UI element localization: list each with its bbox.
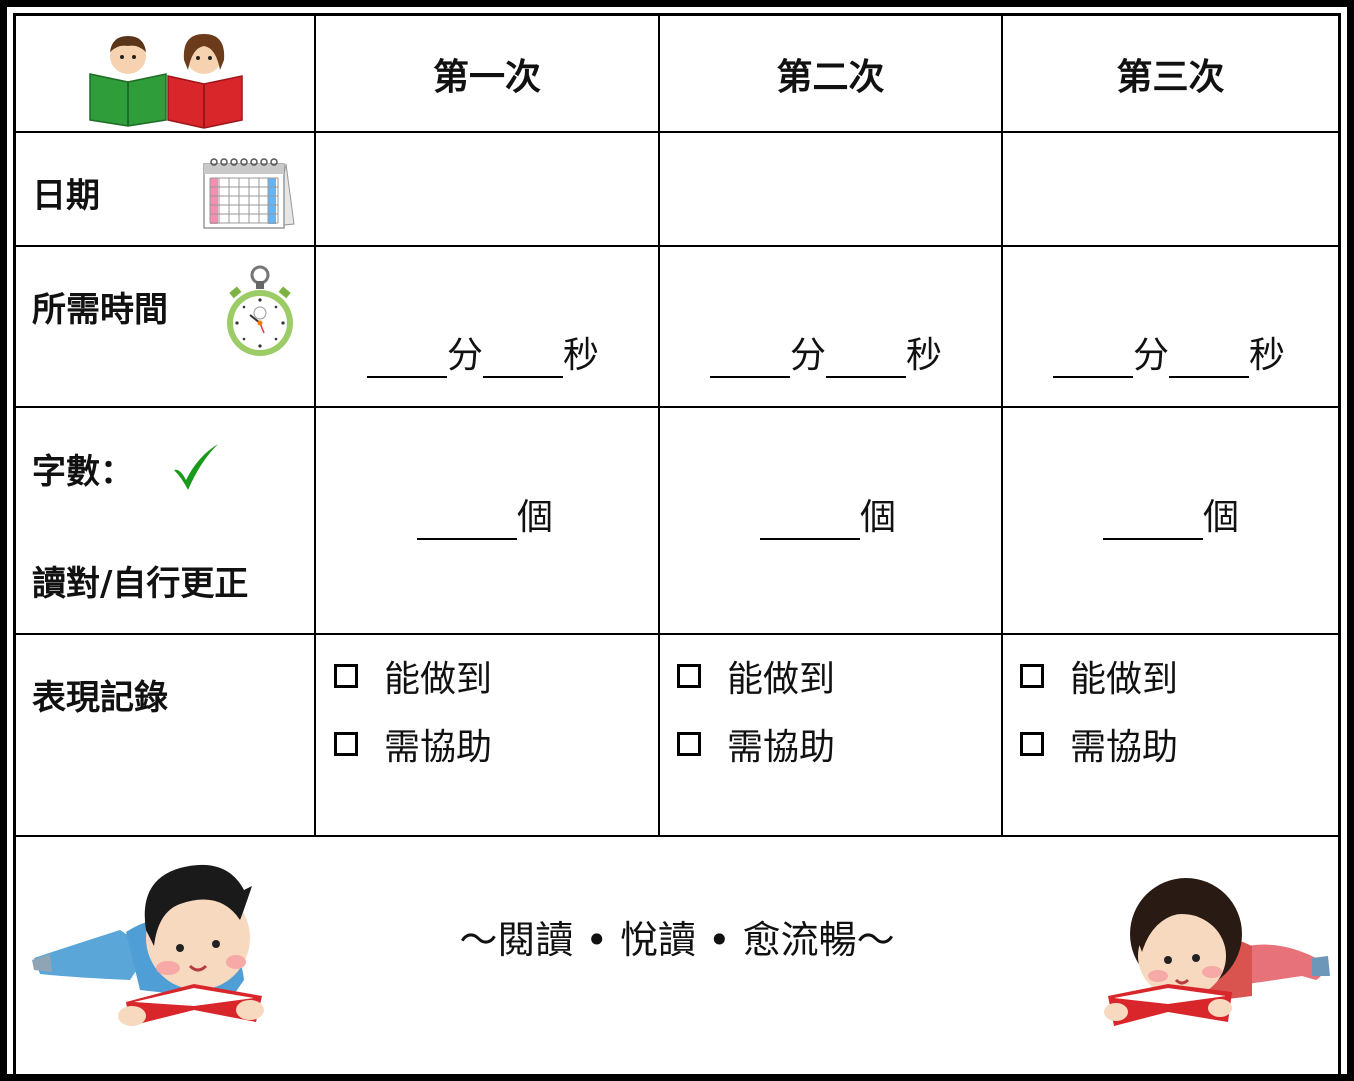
checkbox-label: 需協助 bbox=[1070, 727, 1179, 768]
grid-line bbox=[16, 245, 1338, 247]
calendar-icon bbox=[203, 158, 295, 229]
word-count-unit: 個 bbox=[1203, 497, 1240, 538]
stopwatch-icon bbox=[227, 265, 293, 356]
word-count-blank[interactable] bbox=[417, 538, 517, 540]
grid-line bbox=[1001, 16, 1003, 836]
word-count-unit: 個 bbox=[517, 497, 554, 538]
footer-cell: ～閱讀 • 悅讀 • 愈流暢～ bbox=[16, 837, 1338, 1075]
minutes-unit: 分 bbox=[1133, 335, 1170, 376]
checkbox-need-help-third[interactable]: 需協助 bbox=[1020, 718, 1178, 770]
children-reading-books-icon bbox=[89, 34, 243, 129]
seconds-blank[interactable] bbox=[826, 376, 907, 378]
seconds-unit: 秒 bbox=[563, 335, 600, 376]
header-corner-cell bbox=[16, 16, 314, 131]
grid-line bbox=[16, 131, 1338, 133]
motto-text: ～閱讀 • 悅讀 • 愈流暢～ bbox=[459, 918, 895, 962]
column-header-label: 第三次 bbox=[1116, 56, 1225, 98]
checkbox-can-do-first[interactable]: 能做到 bbox=[334, 650, 492, 702]
checkbox-icon[interactable] bbox=[334, 664, 358, 688]
grid-line bbox=[314, 16, 316, 836]
checkbox-icon[interactable] bbox=[334, 732, 358, 756]
count-label-line2: 讀對/自行更正 bbox=[32, 564, 249, 604]
minutes-unit: 分 bbox=[447, 335, 484, 376]
seconds-unit: 秒 bbox=[906, 335, 943, 376]
girl-reading-icon bbox=[1104, 878, 1330, 1026]
time-entry-third: 分 秒 bbox=[1053, 326, 1285, 378]
grid-line bbox=[16, 835, 1338, 837]
checkbox-can-do-second[interactable]: 能做到 bbox=[677, 650, 835, 702]
checkbox-need-help-first[interactable]: 需協助 bbox=[334, 718, 492, 770]
grid-line bbox=[16, 406, 1338, 408]
record-label: 表現記錄 bbox=[32, 678, 168, 718]
word-count-blank[interactable] bbox=[1103, 538, 1203, 540]
column-header-label: 第二次 bbox=[776, 56, 885, 98]
checkbox-icon[interactable] bbox=[677, 732, 701, 756]
time-label: 所需時間 bbox=[32, 290, 168, 330]
minutes-blank[interactable] bbox=[710, 376, 790, 378]
checkbox-icon[interactable] bbox=[677, 664, 701, 688]
checkbox-label: 需協助 bbox=[727, 727, 836, 768]
grid-line bbox=[658, 16, 660, 836]
checkbox-icon[interactable] bbox=[1020, 732, 1044, 756]
seconds-unit: 秒 bbox=[1249, 335, 1286, 376]
boy-reading-icon bbox=[32, 864, 264, 1026]
checkbox-can-do-third[interactable]: 能做到 bbox=[1020, 650, 1178, 702]
minutes-unit: 分 bbox=[790, 335, 827, 376]
word-count-blank[interactable] bbox=[760, 538, 860, 540]
checkbox-label: 需協助 bbox=[384, 727, 493, 768]
minutes-blank[interactable] bbox=[1053, 376, 1133, 378]
word-count-unit: 個 bbox=[860, 497, 897, 538]
checkbox-label: 能做到 bbox=[384, 659, 493, 700]
time-entry-second: 分 秒 bbox=[710, 326, 942, 378]
column-header-third: 第三次 bbox=[1003, 16, 1338, 131]
check-mark-icon bbox=[174, 444, 218, 490]
grid-line bbox=[16, 633, 1338, 635]
time-entry-first: 分 秒 bbox=[367, 326, 599, 378]
column-header-label: 第一次 bbox=[432, 56, 541, 98]
seconds-blank[interactable] bbox=[1169, 376, 1250, 378]
column-header-first: 第一次 bbox=[316, 16, 658, 131]
count-label-line1: 字數： bbox=[32, 452, 134, 492]
table-frame bbox=[13, 13, 1341, 1078]
checkbox-need-help-second[interactable]: 需協助 bbox=[677, 718, 835, 770]
column-header-second: 第二次 bbox=[660, 16, 1001, 131]
date-label: 日期 bbox=[32, 176, 100, 216]
word-count-entry-third: 個 bbox=[1103, 488, 1239, 540]
word-count-entry-first: 個 bbox=[417, 488, 553, 540]
word-count-entry-second: 個 bbox=[760, 488, 896, 540]
checkbox-icon[interactable] bbox=[1020, 664, 1044, 688]
checkbox-label: 能做到 bbox=[1070, 659, 1179, 700]
seconds-blank[interactable] bbox=[483, 376, 564, 378]
minutes-blank[interactable] bbox=[367, 376, 447, 378]
checkbox-label: 能做到 bbox=[727, 659, 836, 700]
